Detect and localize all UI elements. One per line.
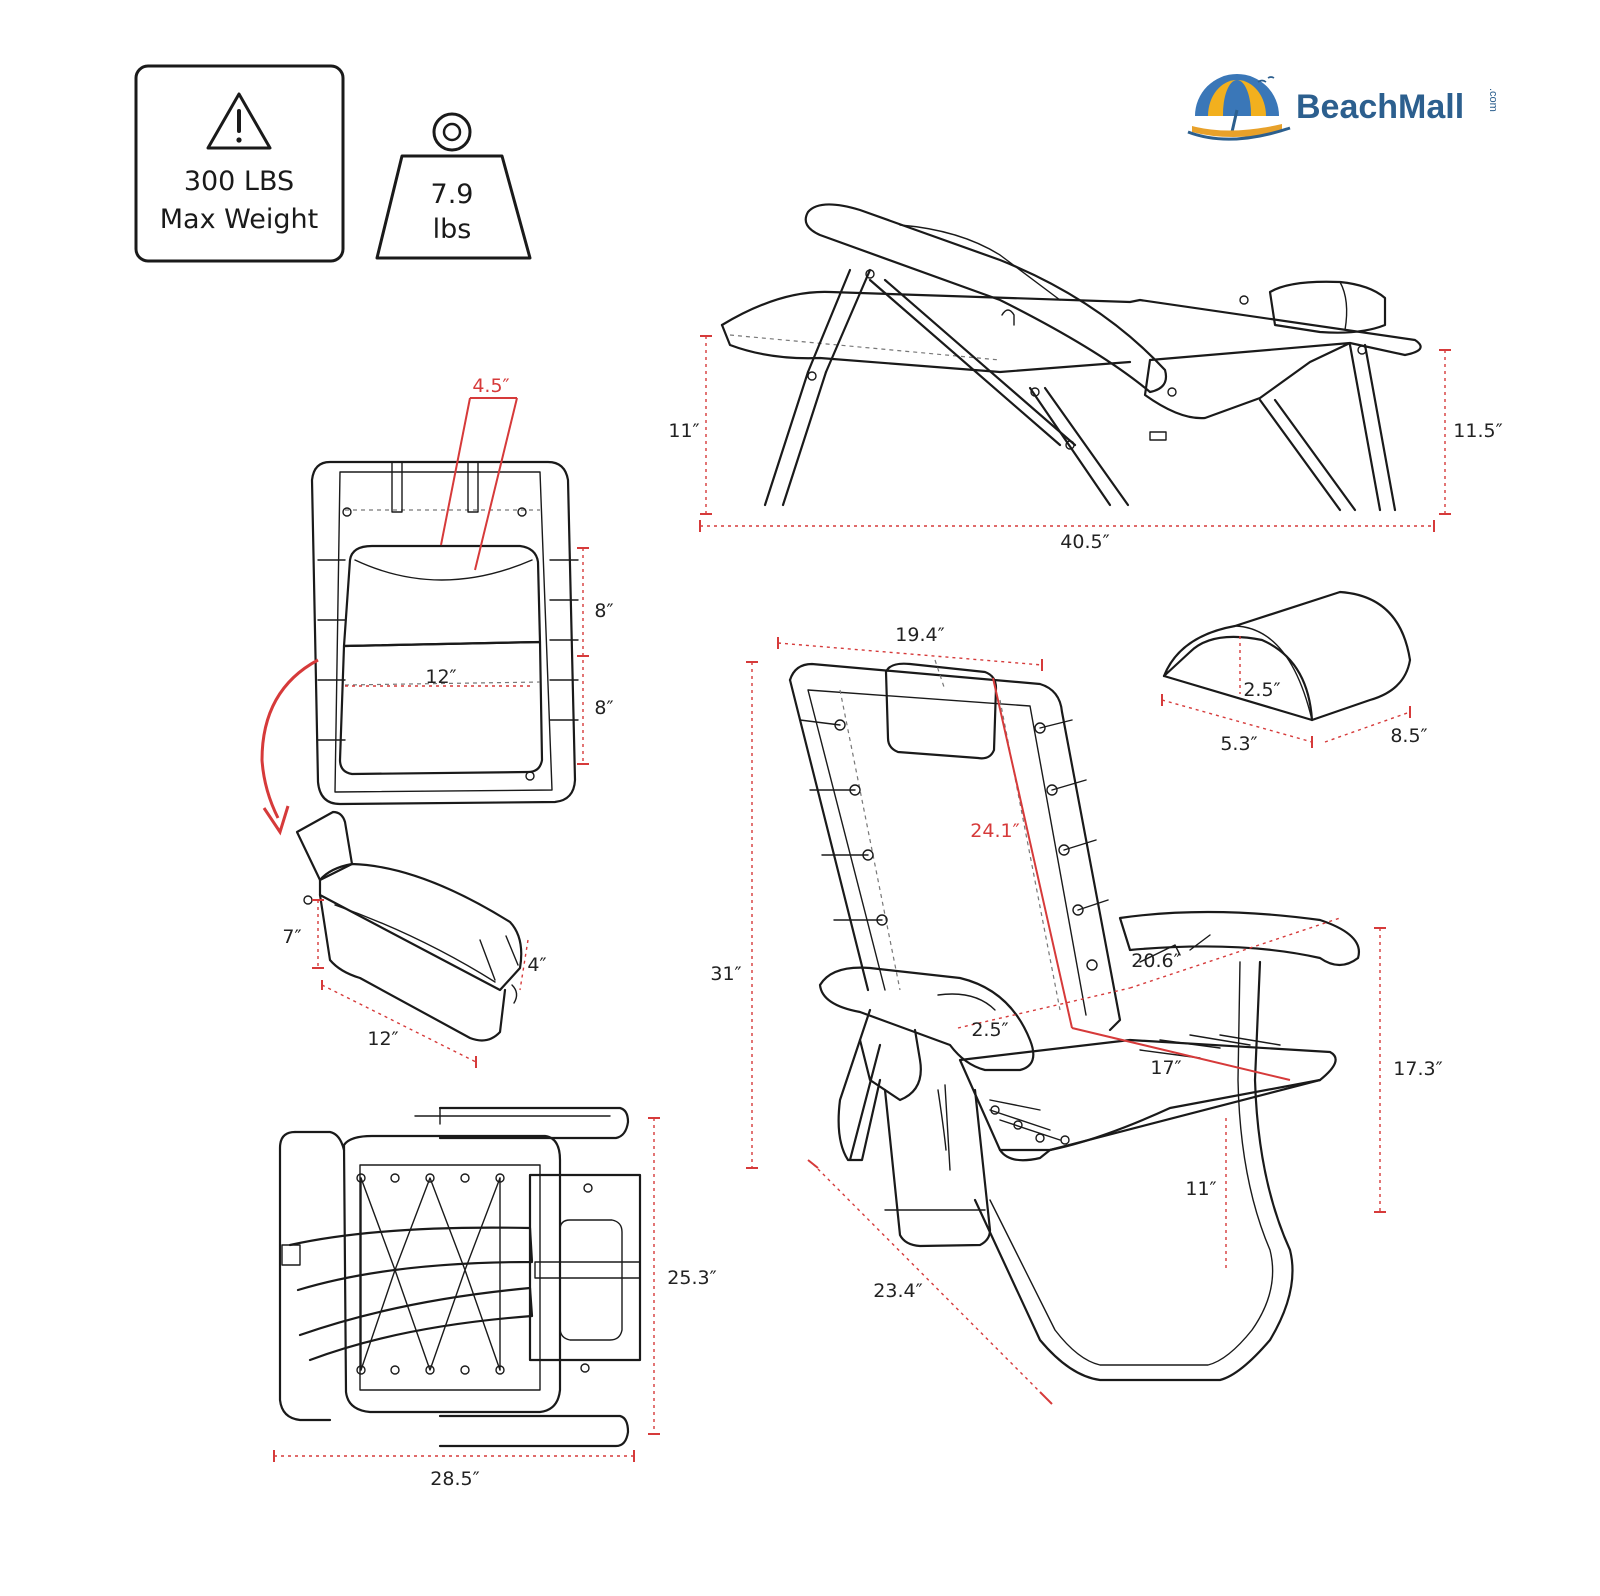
dim-seat-depth: 17″	[1150, 1057, 1181, 1079]
weight-icon	[375, 112, 532, 260]
chair-back-cooler-drawing	[260, 397, 589, 836]
dim-seat-back-width: 19.4″	[895, 624, 944, 646]
folded-chair-drawing	[273, 1106, 660, 1462]
dim-reclined-height-back: 11.5″	[1453, 420, 1502, 442]
dim-cooler-height: 7″	[282, 926, 301, 948]
chair-weight-unit: lbs	[433, 214, 472, 245]
dim-cooler-section-bottom: 8″	[594, 697, 613, 719]
max-weight-label: Max Weight	[160, 204, 318, 235]
dim-armrest-height: 17.3″	[1393, 1058, 1442, 1080]
pillow-drawing	[1161, 590, 1412, 748]
max-weight-value: 300 LBS	[184, 166, 294, 197]
cooler-bag-drawing	[295, 810, 529, 1068]
warning-triangle-icon	[206, 92, 272, 150]
dim-cooler-width: 12″	[367, 1028, 398, 1050]
dim-cooler-flap-width: 4.5″	[472, 375, 509, 397]
dim-cooler-width-back: 12″	[425, 666, 456, 688]
reclined-chair-drawing	[699, 203, 1451, 532]
dim-folded-height: 25.3″	[667, 1267, 716, 1289]
dim-folded-width: 28.5″	[430, 1468, 479, 1490]
brand-name: BeachMall	[1296, 88, 1464, 126]
dim-reclined-length: 40.5″	[1060, 531, 1109, 553]
brand-suffix: .com	[1487, 88, 1499, 112]
upright-chair-drawing	[746, 637, 1386, 1405]
beachmall-logo: BeachMall .com	[1187, 74, 1499, 141]
dim-reclined-height-front: 11″	[668, 420, 699, 442]
dim-overall-height: 31″	[710, 963, 741, 985]
dim-cooler-depth: 4″	[527, 954, 546, 976]
dim-cooler-section-top: 8″	[594, 600, 613, 622]
dim-pillow-height: 2.5″	[1243, 679, 1280, 701]
dim-seat-height: 11″	[1185, 1178, 1216, 1200]
dim-armrest-width: 2.5″	[971, 1019, 1008, 1041]
chair-weight-badge: 7.9 lbs	[375, 112, 532, 260]
chair-weight-value: 7.9	[431, 179, 474, 210]
dim-armrest-length: 20.6″	[1131, 950, 1180, 972]
dim-leg-span: 23.4″	[873, 1280, 922, 1302]
dim-pillow-depth: 5.3″	[1220, 733, 1257, 755]
dim-pillow-width: 8.5″	[1390, 725, 1427, 747]
max-weight-badge: 300 LBS Max Weight	[134, 64, 345, 263]
dim-backrest-height: 24.1″	[970, 820, 1019, 842]
